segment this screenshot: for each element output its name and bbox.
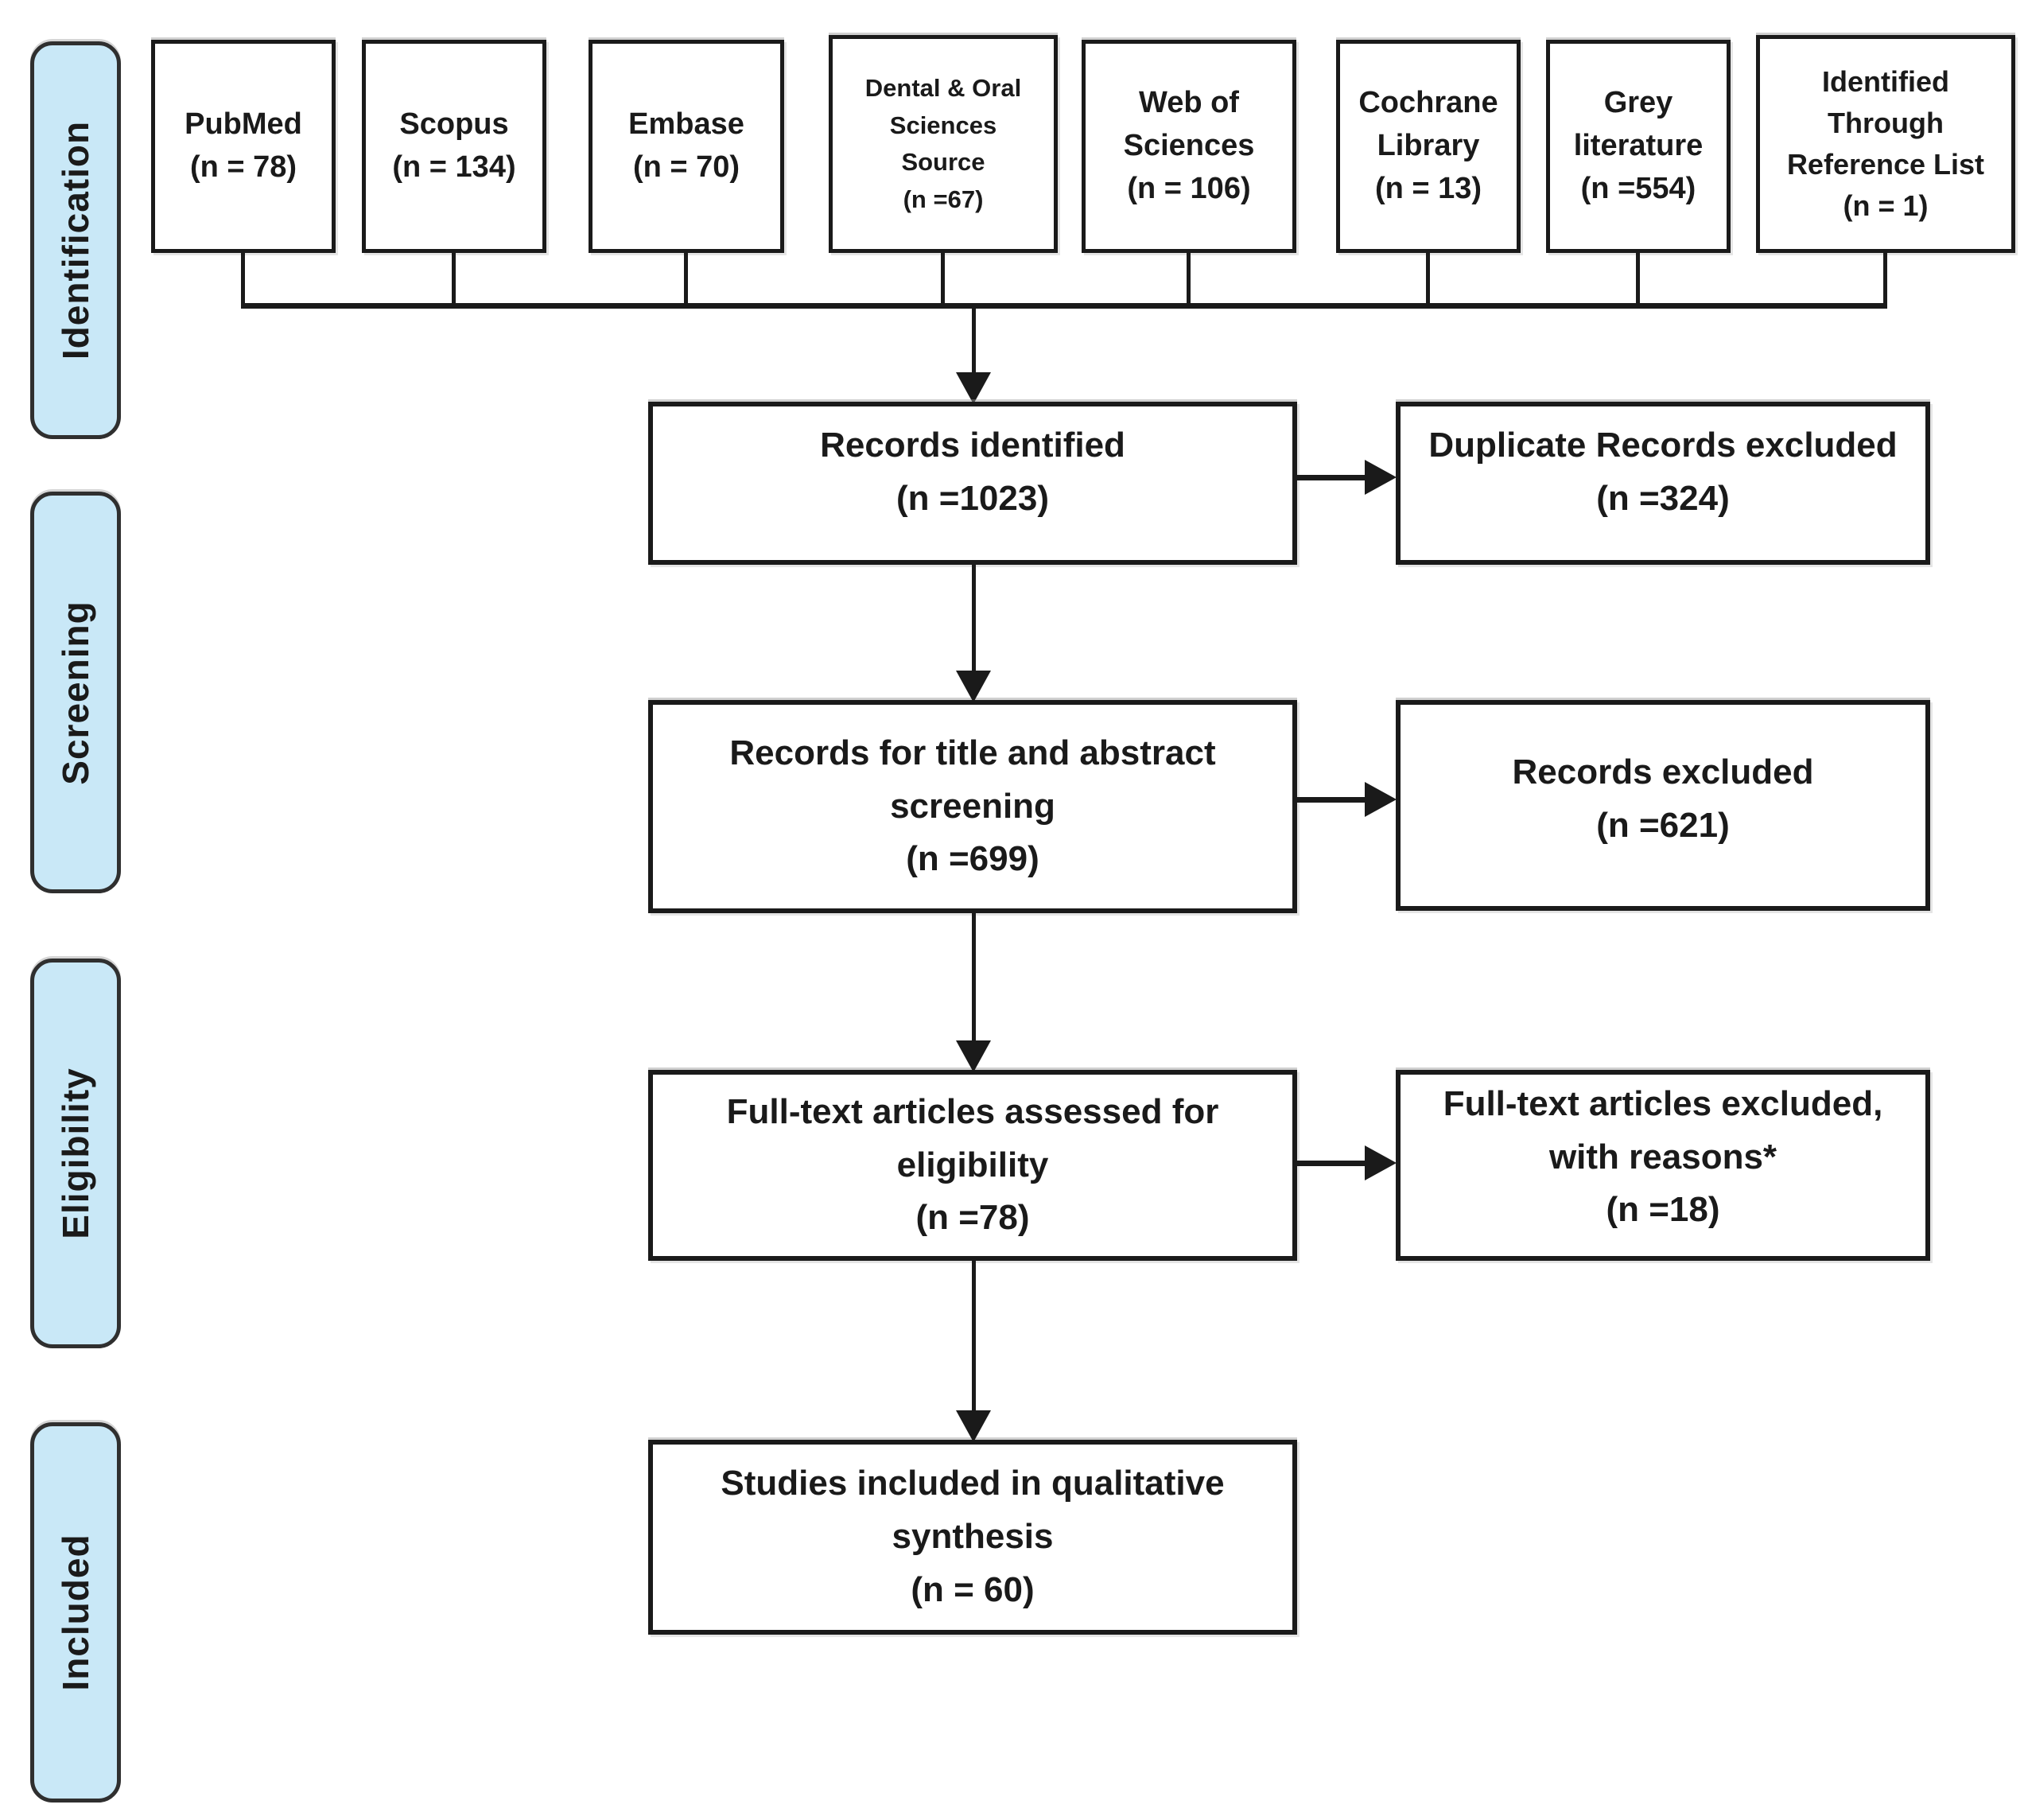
exclusion-box-duplicate-records: Duplicate Records excluded (n =324) [1396,402,1930,565]
flow-box-count: (n =78) [915,1198,1030,1238]
exclusion-box-text: with reasons* [1548,1137,1777,1176]
source-name: Identified [1822,64,1949,98]
connector-to-records-excluded [1297,797,1367,803]
connector-eligibility-to-included [972,1261,976,1412]
connector-drop-web [1187,251,1191,307]
flow-box-text: Studies included in qualitative [721,1464,1225,1503]
connector-drop-pubmed [241,251,245,307]
connector-to-duplicates-excluded [1297,475,1367,480]
connector-screening-to-eligibility [972,913,976,1042]
source-box-cochrane-library: Cochrane Library (n = 13) [1336,40,1521,253]
source-count: (n = 106) [1127,171,1251,205]
exclusion-box-text: Full-text articles excluded, [1443,1083,1883,1123]
arrowhead-right-icon [1365,1145,1397,1180]
source-box-grey-literature: Grey literature (n =554) [1546,40,1731,253]
flow-box-full-text-assessed: Full-text articles assessed for eligibil… [648,1070,1297,1261]
stage-label: Included [55,1534,96,1691]
connector-drop-reference [1883,251,1887,307]
stage-label: Identification [55,120,96,360]
source-name: Web of [1139,86,1239,120]
connector-drop-cochrane [1426,251,1430,307]
exclusion-box-count: (n =621) [1596,805,1730,845]
source-name: Sciences [1123,129,1255,163]
stage-label: Screening [55,600,96,785]
flow-box-text: Records for title and abstract [729,733,1216,772]
stage-screening: Screening [30,492,121,893]
exclusion-box-records-excluded: Records excluded (n =621) [1396,700,1930,911]
source-name: literature [1573,129,1704,163]
arrowhead-right-icon [1365,782,1397,817]
flow-box-text: synthesis [892,1517,1054,1557]
flow-box-studies-included: Studies included in qualitative synthesi… [648,1440,1297,1635]
flow-box-count: (n =1023) [896,478,1049,518]
connector-drop-grey [1636,251,1640,307]
connector-identified-to-screening [972,565,976,672]
source-count: (n =67) [903,185,984,213]
source-count: (n = 13) [1374,171,1482,205]
flow-box-count: (n =699) [906,839,1039,879]
connector-drop-dental [941,251,945,307]
source-name: Grey [1603,86,1673,120]
stage-eligibility: Eligibility [30,959,121,1348]
exclusion-box-text: Records excluded [1512,752,1814,791]
source-name: Cochrane [1358,86,1498,120]
source-name: Scopus [399,107,509,142]
connector-drop-embase [684,251,688,307]
arrowhead-down-icon [956,671,991,702]
source-count: (n = 1) [1843,189,1929,223]
source-name: Library [1377,129,1480,163]
flow-box-title-abstract-screening: Records for title and abstract screening… [648,700,1297,913]
exclusion-box-full-text-excluded: Full-text articles excluded, with reason… [1396,1070,1930,1261]
flow-box-text: eligibility [896,1145,1049,1184]
source-box-pubmed: PubMed (n = 78) [151,40,336,253]
arrowhead-down-icon [956,1410,991,1442]
exclusion-box-count: (n =324) [1596,478,1730,518]
flow-box-count: (n = 60) [911,1569,1035,1609]
source-name: Through [1828,106,1944,139]
stage-included: Included [30,1422,121,1802]
source-name: Embase [628,107,744,142]
connector-to-full-text-excluded [1297,1161,1367,1166]
connector-main-down [972,307,976,374]
source-box-embase: Embase (n = 70) [589,40,784,253]
arrowhead-right-icon [1365,460,1397,495]
connector-bus-line [241,303,1887,309]
flow-box-records-identified: Records identified (n =1023) [648,402,1297,565]
source-name: Sciences [889,111,997,139]
source-name: Dental & Oral [864,74,1022,102]
source-name: Source [901,148,985,176]
exclusion-box-text: Duplicate Records excluded [1428,425,1898,465]
source-box-reference-list: Identified Through Reference List (n = 1… [1756,35,2015,253]
arrowhead-down-icon [956,372,991,404]
stage-identification: Identification [30,41,121,439]
source-box-web-of-sciences: Web of Sciences (n = 106) [1082,40,1296,253]
flow-box-text: Full-text articles assessed for [726,1091,1219,1131]
stage-label: Eligibility [55,1068,96,1239]
source-name: Reference List [1786,148,1985,181]
source-box-scopus: Scopus (n = 134) [362,40,546,253]
exclusion-box-count: (n =18) [1606,1190,1720,1230]
flow-box-text: screening [890,786,1055,826]
arrowhead-down-icon [956,1040,991,1072]
source-count: (n = 134) [392,150,516,184]
source-count: (n =554) [1580,171,1696,205]
source-name: PubMed [185,107,302,142]
connector-drop-scopus [452,251,456,307]
flow-box-text: Records identified [820,425,1125,465]
source-count: (n = 70) [632,150,740,184]
source-box-dental-oral-sciences: Dental & Oral Sciences Source (n =67) [829,35,1058,253]
source-count: (n = 78) [189,150,297,184]
